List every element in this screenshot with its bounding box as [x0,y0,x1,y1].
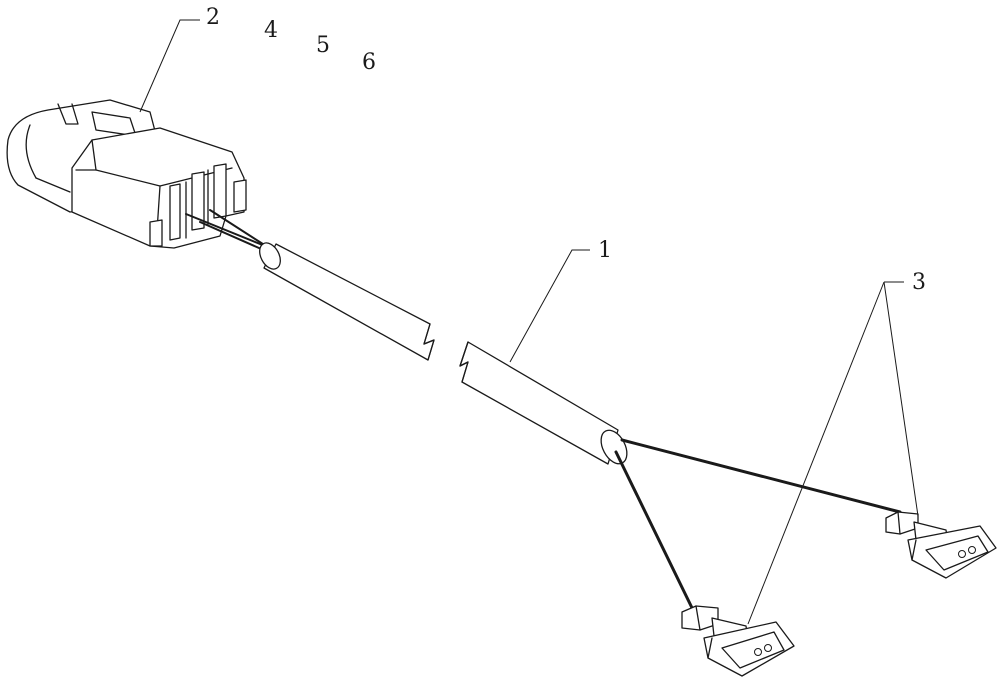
label-2: 2 [206,5,220,30]
leader-lines [139,19,919,625]
label-4: 4 [264,18,278,43]
reference-numerals: 2 4 5 6 1 3 [206,5,926,295]
label-1: 1 [598,238,612,263]
label-3: 3 [912,270,926,295]
main-connector [6,99,271,253]
label-5: 5 [316,33,330,58]
branch-wires [614,438,902,614]
label-6: 6 [362,50,376,75]
branch-connector-upper [885,511,997,579]
cable-upper-segment [259,242,435,361]
cable-lower-segment [459,341,628,465]
branch-connector-lower [681,605,795,677]
